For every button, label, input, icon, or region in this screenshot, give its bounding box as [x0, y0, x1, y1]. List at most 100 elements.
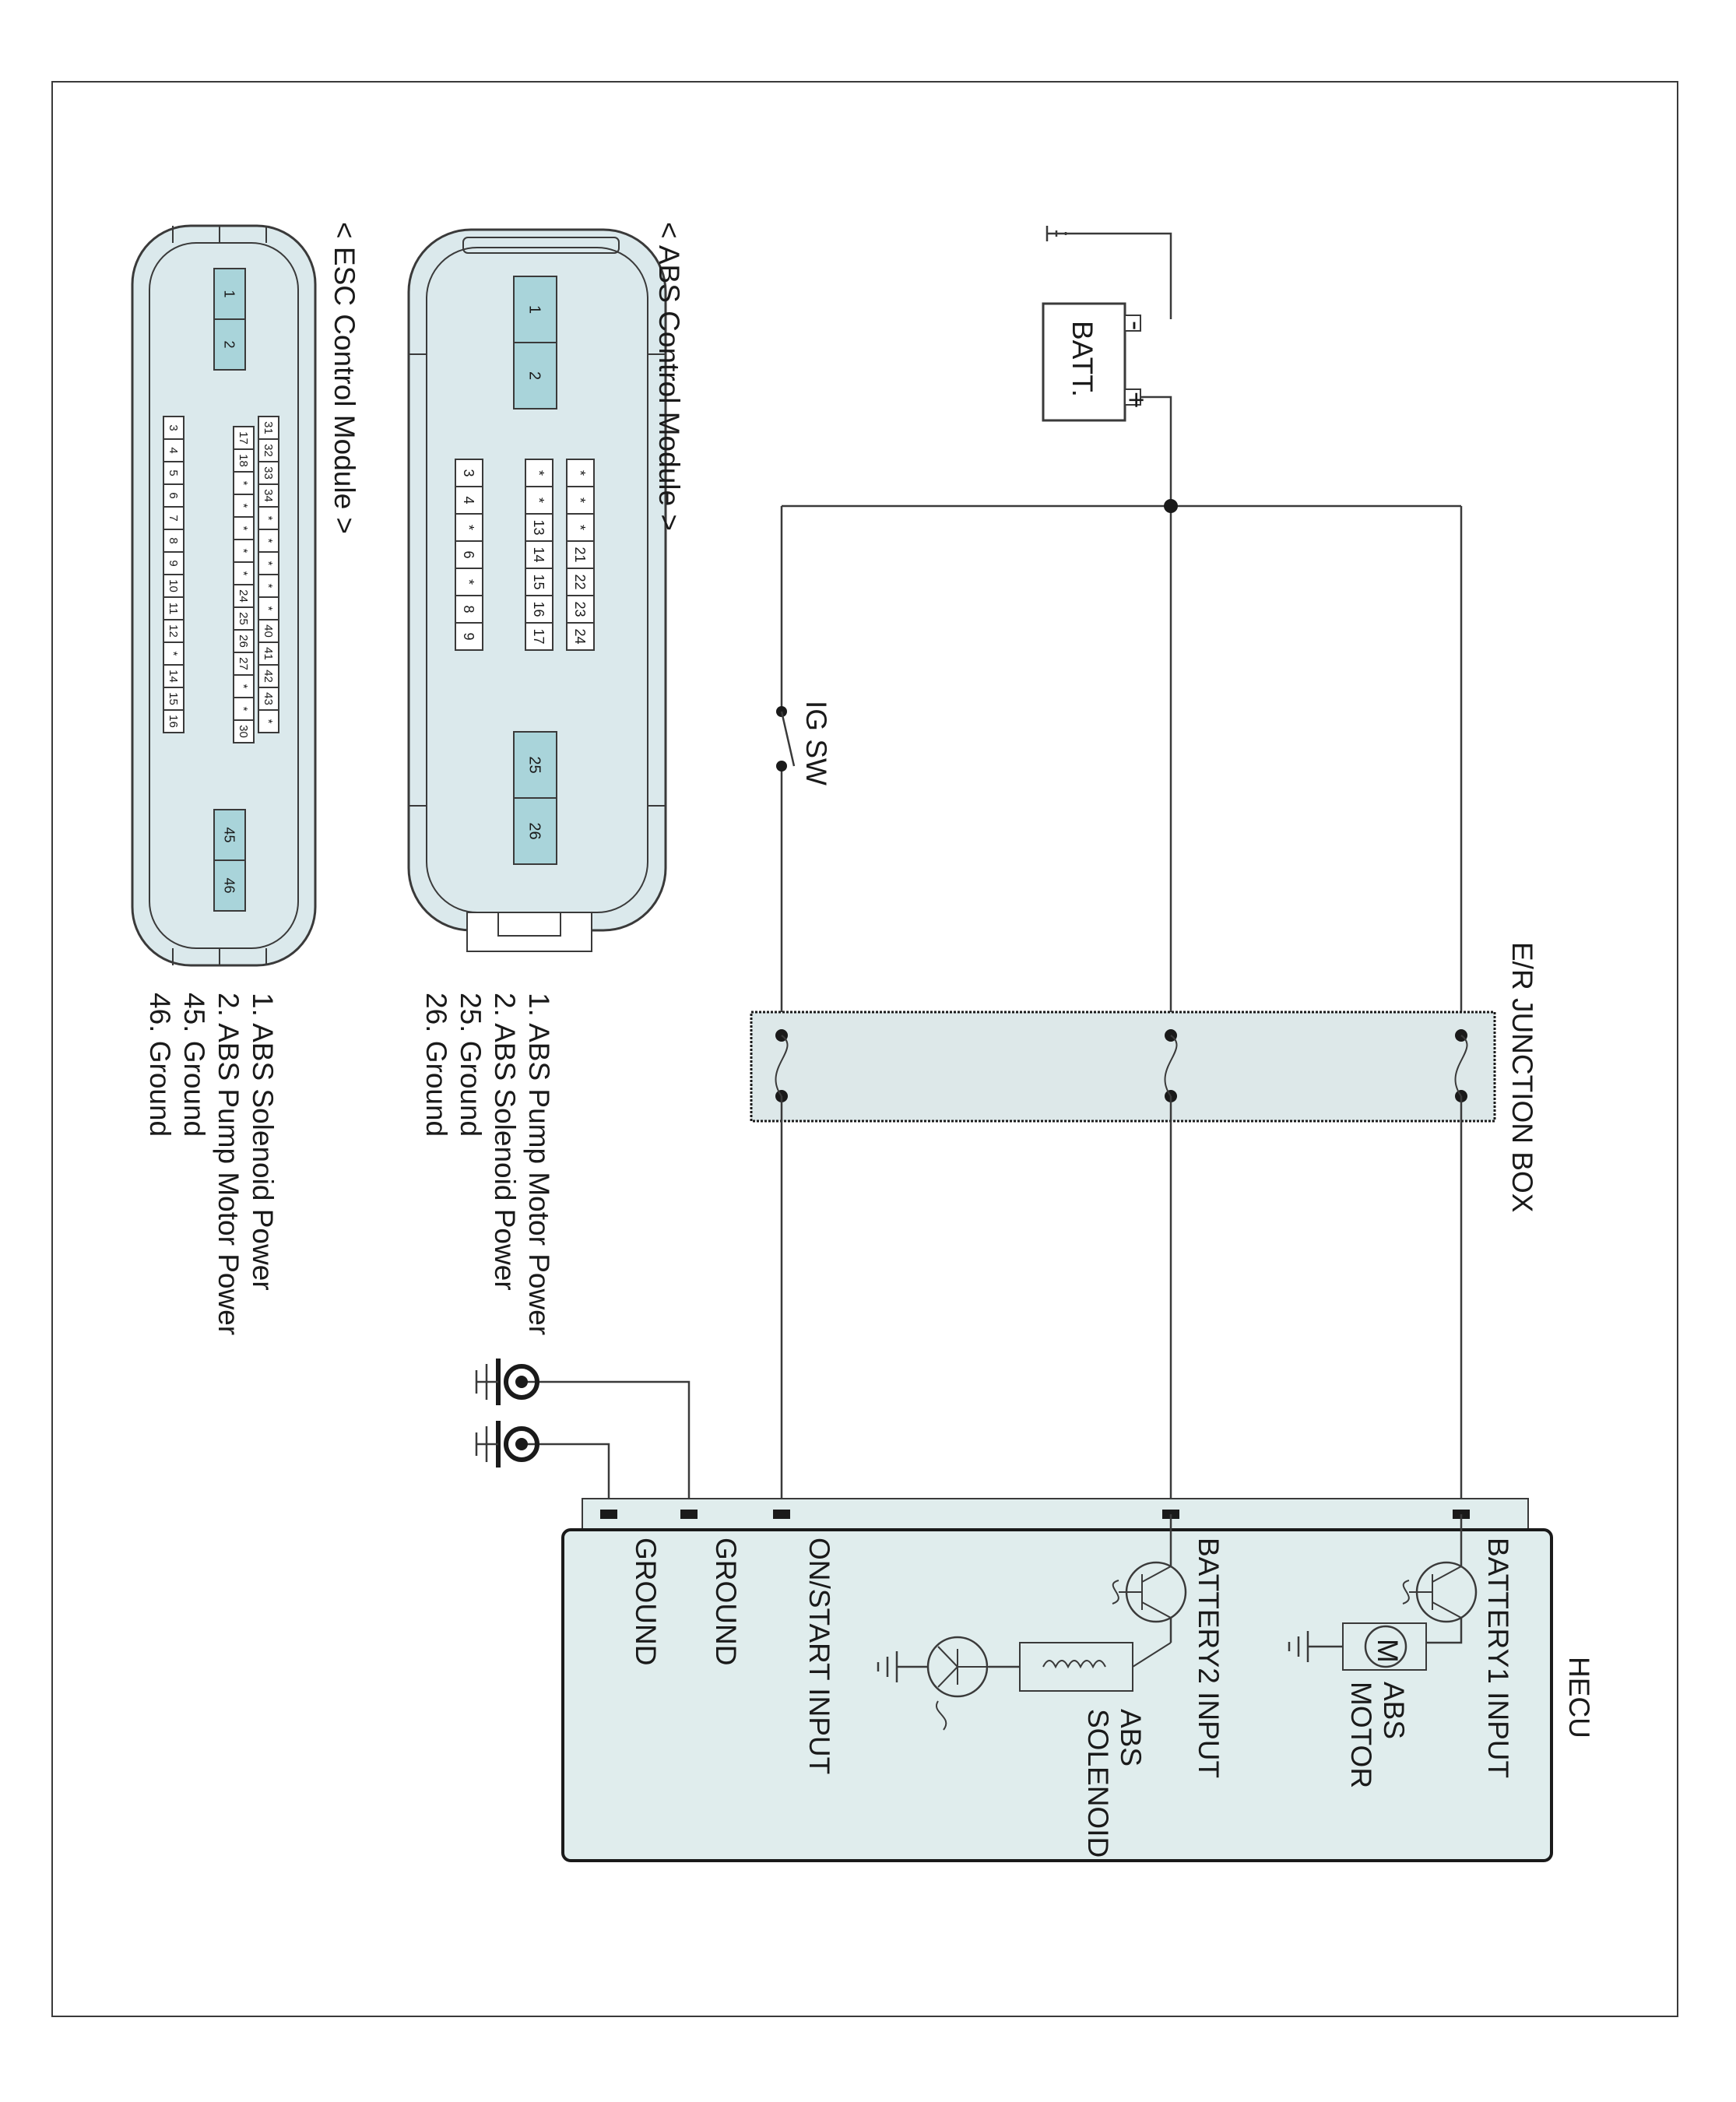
svg-text:25: 25	[526, 756, 543, 773]
esc-pin-a-9: 40	[258, 619, 279, 643]
svg-text:11: 11	[167, 603, 180, 615]
svg-text:8: 8	[461, 605, 476, 613]
abs-legend-4: 26. Ground	[420, 993, 452, 1137]
svg-text:2: 2	[526, 371, 543, 380]
svg-text:*: *	[262, 539, 275, 543]
svg-text:9: 9	[167, 560, 180, 566]
abs-solenoid-driver	[1112, 1514, 1187, 1643]
abs-pin-b-4: 15	[525, 568, 553, 596]
abs-module-title: < ABS Control Module >	[653, 222, 685, 531]
svg-text:7: 7	[167, 515, 180, 521]
ig-switch: IG SW	[776, 701, 832, 786]
abs-pin-big-25: 25	[513, 731, 557, 799]
abs-pin-big-1: 1	[513, 276, 557, 343]
battery: BATT. - +	[1042, 302, 1152, 422]
svg-text:40: 40	[262, 624, 275, 638]
svg-text:*: *	[262, 719, 275, 724]
svg-text:*: *	[167, 652, 180, 656]
esc-pin-big-2: 2	[213, 318, 246, 371]
esc-legend-2: 2. ABS Pump Motor Power	[213, 993, 244, 1335]
svg-text:*: *	[262, 561, 275, 566]
esc-pin-c-9: 12	[163, 619, 184, 643]
svg-text:26: 26	[237, 634, 250, 648]
svg-text:24: 24	[237, 589, 250, 603]
ground-label-2: GROUND	[630, 1538, 662, 1665]
battery-plus-label: +	[1120, 392, 1152, 409]
svg-text:6: 6	[461, 550, 476, 558]
battery2-input-label: BATTERY2 INPUT	[1193, 1538, 1225, 1778]
abs-motor-label-2: MOTOR	[1345, 1682, 1377, 1788]
svg-text:*: *	[531, 470, 546, 476]
abs-legend-2: 2. ABS Solenoid Power	[489, 993, 521, 1291]
esc-pin-c-4: 7	[163, 506, 184, 530]
abs-pin-c-6: 9	[455, 622, 483, 651]
esc-pin-c-1: 4	[163, 438, 184, 462]
abs-legend-3: 25. Ground	[455, 993, 487, 1137]
svg-text:24: 24	[572, 628, 588, 644]
abs-pin-a-6: 24	[566, 622, 595, 651]
esc-pin-b-10: 27	[233, 652, 255, 676]
hecu-feed-wires	[780, 1096, 1463, 1514]
svg-text:26: 26	[526, 822, 543, 839]
esc-legend-1: 1. ABS Solenoid Power	[247, 993, 279, 1291]
svg-text:42: 42	[262, 670, 275, 683]
esc-legend-3: 45. Ground	[178, 993, 210, 1137]
motor-symbol-label: M	[1372, 1639, 1404, 1663]
esc-pin-a-1: 32	[258, 438, 279, 462]
esc-pin-c-2: 5	[163, 461, 184, 485]
abs-pin-a-2: *	[566, 513, 595, 542]
svg-text:1: 1	[526, 305, 543, 314]
battery-minus-label: -	[1120, 321, 1152, 330]
esc-pin-a-0: 31	[258, 416, 279, 440]
hecu-label: HECU	[1563, 1657, 1595, 1738]
svg-text:6: 6	[167, 492, 180, 498]
svg-text:*: *	[531, 497, 546, 503]
svg-text:45: 45	[222, 827, 237, 842]
svg-text:*: *	[237, 526, 250, 531]
abs-legend: 1. ABS Pump Motor Power 2. ABS Solenoid …	[420, 993, 555, 1335]
svg-text:5: 5	[167, 469, 180, 476]
abs-solenoid-label-2: SOLENOID	[1082, 1709, 1114, 1858]
esc-pin-c-6: 9	[163, 551, 184, 575]
abs-pin-a-1: *	[566, 486, 595, 515]
svg-text:3: 3	[461, 469, 476, 476]
svg-text:*: *	[237, 549, 250, 554]
power-wires	[780, 395, 1463, 1032]
svg-text:*: *	[572, 470, 588, 476]
esc-pin-b-12: *	[233, 697, 255, 721]
svg-text:27: 27	[237, 657, 250, 670]
svg-text:25: 25	[237, 612, 250, 625]
abs-pin-c-1: 4	[455, 486, 483, 515]
esc-pin-a-13: *	[258, 709, 279, 733]
esc-pin-b-6: *	[233, 561, 255, 585]
abs-pin-a-5: 23	[566, 595, 595, 624]
esc-module-title: < ESC Control Module >	[329, 222, 360, 534]
svg-text:*: *	[461, 579, 476, 585]
svg-text:33: 33	[262, 466, 275, 480]
esc-pin-b-8: 25	[233, 606, 255, 631]
esc-pin-a-6: *	[258, 551, 279, 575]
svg-text:9: 9	[461, 632, 476, 640]
esc-pin-b-11: *	[233, 674, 255, 698]
esc-pin-c-5: 8	[163, 529, 184, 553]
esc-pin-b-1: 18	[233, 448, 255, 473]
esc-pin-b-5: *	[233, 539, 255, 563]
esc-pin-b-3: *	[233, 494, 255, 518]
svg-text:4: 4	[461, 496, 476, 504]
svg-text:*: *	[262, 584, 275, 589]
battery-ground	[1045, 226, 1172, 319]
svg-text:43: 43	[262, 692, 275, 705]
svg-text:14: 14	[531, 547, 546, 562]
esc-pin-big-45: 45	[213, 809, 246, 861]
svg-text:23: 23	[572, 601, 588, 617]
esc-pin-a-3: 34	[258, 483, 279, 508]
esc-pin-a-12: 43	[258, 687, 279, 711]
svg-text:*: *	[237, 707, 250, 712]
abs-pin-b-0: *	[525, 459, 553, 487]
svg-text:8: 8	[167, 537, 180, 543]
svg-text:*: *	[262, 606, 275, 611]
battery-label: BATT.	[1067, 321, 1098, 397]
svg-text:14: 14	[167, 670, 180, 683]
